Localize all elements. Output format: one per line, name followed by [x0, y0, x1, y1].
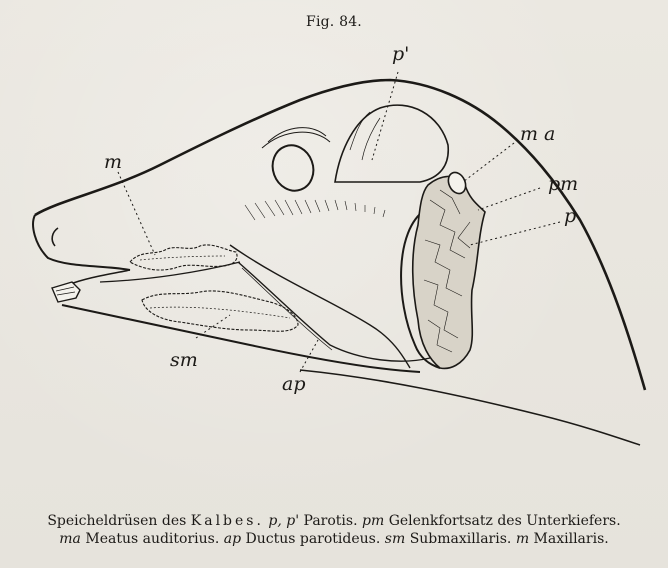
leader-sm	[196, 315, 230, 338]
label-p: p	[564, 205, 576, 227]
figure-caption: Speicheldrüsen des Kalbes. p, p' Parotis…	[10, 512, 658, 548]
masseter-outline	[230, 245, 410, 368]
label-pm: pm	[548, 173, 578, 195]
eye	[266, 140, 319, 197]
label-m: m	[104, 151, 122, 173]
leader-p	[470, 222, 560, 245]
leader-m	[118, 172, 155, 255]
upper-lip	[68, 270, 130, 285]
neck-line	[300, 370, 640, 445]
cheek-hatching	[245, 200, 385, 220]
calf-head-illustration: p' m a pm p m sm ap	[0, 0, 668, 500]
parotid-gland	[413, 176, 485, 368]
caption-line-1: Speicheldrüsen des Kalbes. p, p' Parotis…	[10, 512, 658, 530]
label-ap: ap	[282, 373, 306, 395]
nostril	[52, 228, 58, 246]
label-p-prime: p'	[392, 43, 409, 65]
submaxillaris-gland	[142, 291, 298, 331]
label-ma: m a	[520, 123, 555, 145]
maxillaris-gland	[130, 245, 237, 270]
teeth	[52, 282, 80, 302]
caption-line-2: ma Meatus auditorius. ap Ductus parotide…	[10, 530, 658, 548]
lower-jaw	[62, 305, 420, 372]
label-sm: sm	[170, 349, 198, 371]
leader-ma	[463, 140, 518, 182]
snout-outline	[33, 215, 130, 270]
leader-pm	[478, 188, 540, 210]
leader-p-prime	[372, 72, 398, 160]
leader-lines	[118, 72, 560, 372]
